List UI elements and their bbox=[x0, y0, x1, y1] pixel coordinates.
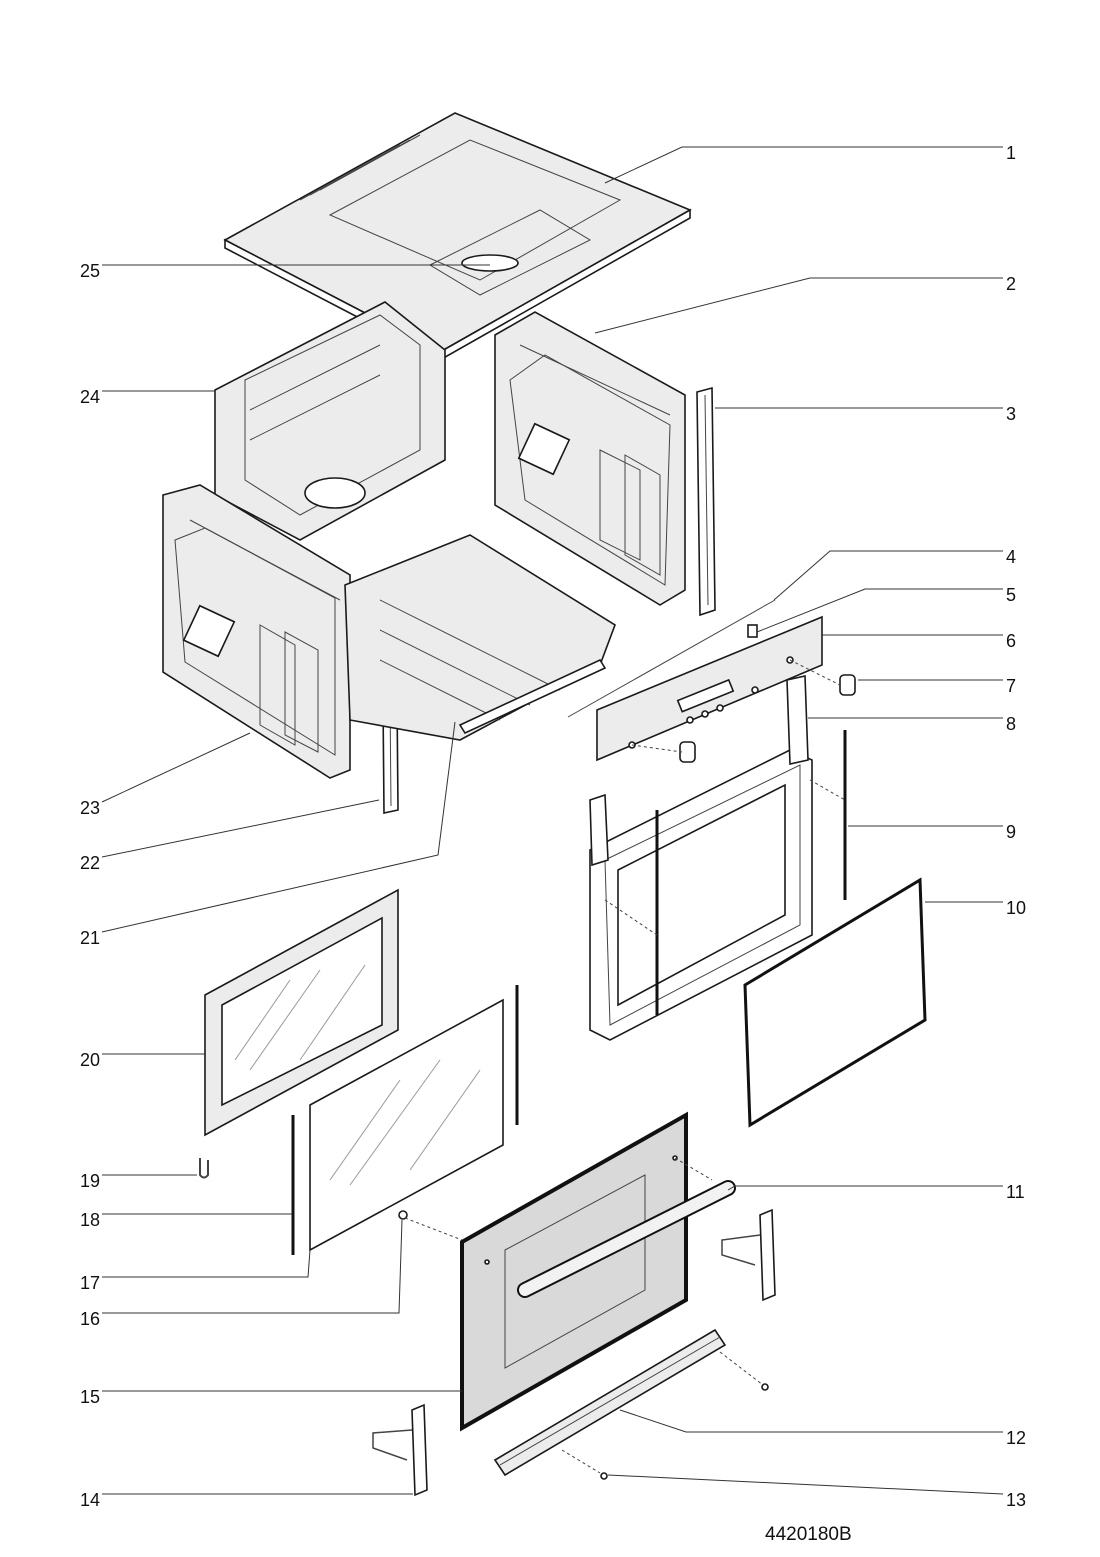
part-handle bbox=[517, 1157, 736, 1298]
part-hook bbox=[199, 1158, 209, 1179]
callout-6: 6 bbox=[1006, 631, 1016, 651]
callout-4: 4 bbox=[1006, 547, 1016, 567]
part-knob bbox=[631, 659, 856, 763]
part-inner-glass bbox=[309, 998, 504, 1252]
callout-13: 13 bbox=[1006, 1490, 1026, 1510]
callout-14: 14 bbox=[80, 1490, 100, 1510]
part-seal-rod bbox=[604, 730, 847, 1015]
callout-12: 12 bbox=[1006, 1428, 1026, 1448]
part-control-panel bbox=[596, 615, 823, 762]
part-hinge-left bbox=[372, 1403, 428, 1497]
callout-10: 10 bbox=[1006, 898, 1026, 918]
part-screw bbox=[398, 1210, 463, 1241]
callout-1: 1 bbox=[1006, 143, 1016, 163]
callout-leaders bbox=[101, 146, 1004, 1495]
part-glass-seal bbox=[291, 985, 519, 1255]
part-door-trim bbox=[493, 1328, 727, 1477]
callout-7: 7 bbox=[1006, 676, 1016, 696]
callout-23: 23 bbox=[80, 798, 100, 818]
callout-2: 2 bbox=[1006, 274, 1016, 294]
part-outer-glass bbox=[204, 888, 399, 1137]
callout-11: 11 bbox=[1006, 1182, 1025, 1202]
callout-5: 5 bbox=[1006, 585, 1016, 605]
part-top-panel bbox=[223, 112, 692, 362]
drawing-code: 4420180B bbox=[765, 1524, 852, 1545]
part-back-panel bbox=[214, 301, 446, 541]
callout-24: 24 bbox=[80, 387, 100, 407]
part-door-gasket bbox=[743, 877, 927, 1128]
callout-labels: 1 2 3 4 5 6 7 8 9 10 11 12 13 14 15 16 1… bbox=[80, 143, 1026, 1510]
callout-19: 19 bbox=[80, 1171, 100, 1191]
callout-20: 20 bbox=[80, 1050, 100, 1070]
part-clip bbox=[567, 599, 776, 718]
callout-22: 22 bbox=[80, 853, 100, 873]
callout-25: 25 bbox=[80, 261, 100, 281]
callout-21: 21 bbox=[80, 928, 100, 948]
callout-17: 17 bbox=[80, 1273, 100, 1293]
part-trim-screws bbox=[561, 1351, 769, 1480]
part-left-side-panel bbox=[162, 484, 351, 779]
part-door-frame bbox=[589, 675, 813, 1041]
callout-16: 16 bbox=[80, 1309, 100, 1329]
part-right-rail bbox=[696, 386, 716, 617]
callout-3: 3 bbox=[1006, 404, 1016, 424]
part-bottom-panel bbox=[344, 534, 616, 741]
part-right-side-panel bbox=[494, 311, 686, 606]
callout-8: 8 bbox=[1006, 714, 1016, 734]
callout-18: 18 bbox=[80, 1210, 100, 1230]
callout-15: 15 bbox=[80, 1387, 100, 1407]
part-hinge-right bbox=[721, 1208, 776, 1302]
callout-9: 9 bbox=[1006, 822, 1016, 842]
